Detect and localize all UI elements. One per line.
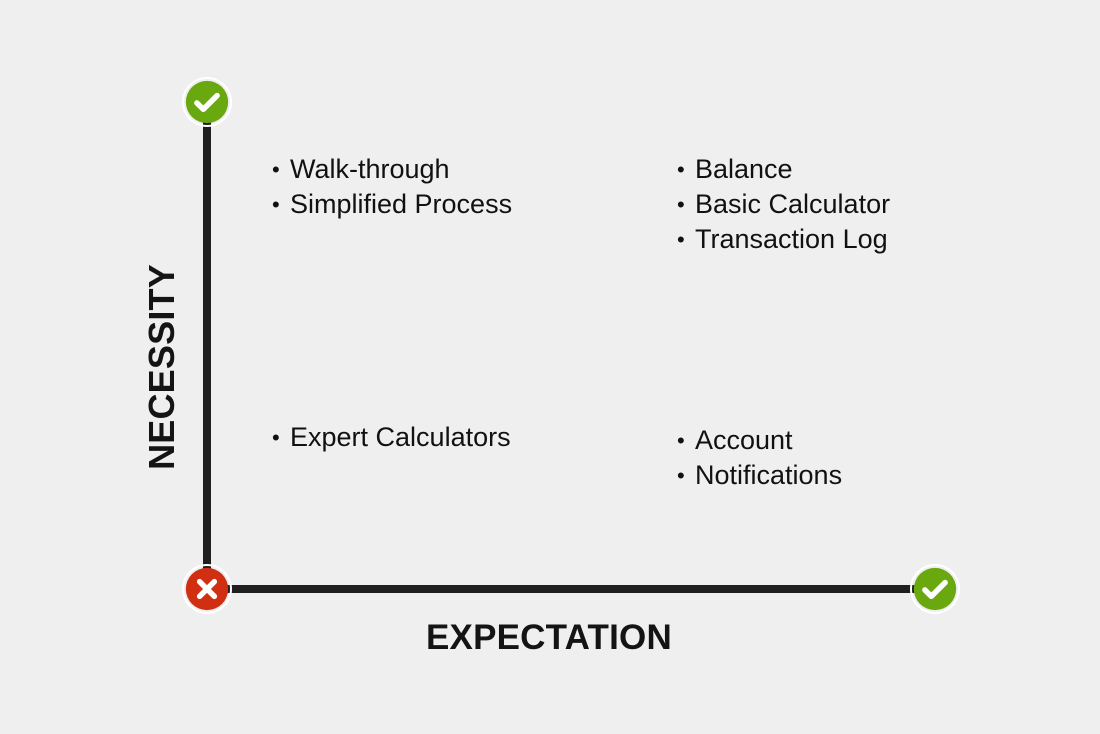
bottom-right-item: Account xyxy=(677,423,842,458)
top-right-item: Balance xyxy=(677,152,890,187)
bottom-right-quadrant-list: Account Notifications xyxy=(677,423,842,493)
top-left-quadrant-list: Walk-through Simplified Process xyxy=(272,152,512,222)
right-check-badge xyxy=(910,564,960,614)
top-right-quadrant-list: Balance Basic Calculator Transaction Log xyxy=(677,152,890,257)
necessity-axis-line xyxy=(203,102,211,590)
bottom-left-item: Expert Calculators xyxy=(272,420,511,455)
expectation-axis-title: EXPECTATION xyxy=(426,618,672,657)
expectation-axis-line xyxy=(207,585,935,593)
top-left-item: Walk-through xyxy=(272,152,512,187)
origin-cross-badge xyxy=(182,564,232,614)
bottom-right-item: Notifications xyxy=(677,458,842,493)
top-left-item: Simplified Process xyxy=(272,187,512,222)
top-right-item: Transaction Log xyxy=(677,222,890,257)
necessity-axis-title: NECESSITY xyxy=(141,264,182,470)
top-right-item: Basic Calculator xyxy=(677,187,890,222)
bottom-left-quadrant-list: Expert Calculators xyxy=(272,420,511,455)
top-check-badge xyxy=(182,77,232,127)
